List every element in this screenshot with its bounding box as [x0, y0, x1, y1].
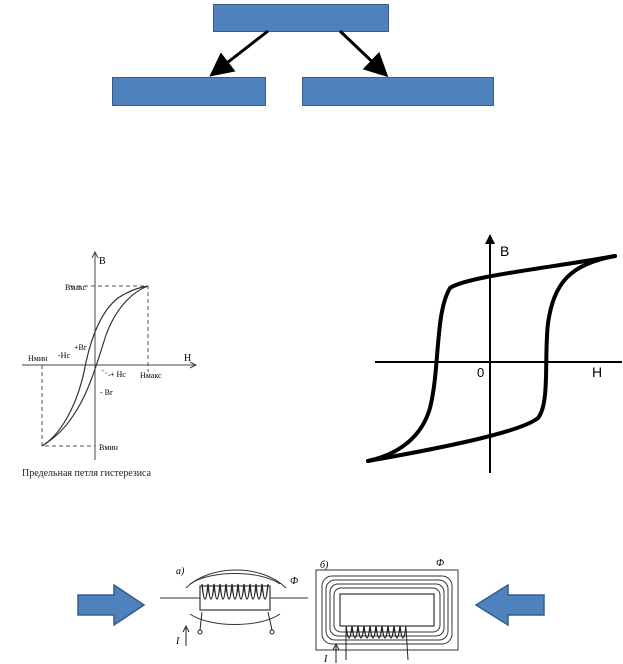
arrow-left: [209, 29, 269, 77]
minus-hc-label: -Hc: [58, 351, 70, 360]
left-axis-h-label: H: [184, 353, 191, 364]
coil-b-current-label: I: [323, 654, 328, 664]
top-box: [213, 4, 389, 32]
loop-lower-branch: [41, 285, 149, 447]
plus-hc-label: + Hc: [110, 370, 126, 379]
loop-descending-branch: [366, 254, 617, 463]
right-axis-b-label: B: [500, 243, 509, 259]
coil-a-label: а): [176, 566, 185, 577]
coil-a-flux-label: Ф: [290, 576, 298, 587]
coil-b: б) Ф I: [315, 558, 459, 664]
h-max-label: Hмакс: [140, 371, 162, 380]
coil-a-current-label: I: [175, 636, 180, 647]
minus-br-label: - Br: [100, 388, 113, 397]
coil-a: а) Ф I: [160, 566, 308, 647]
right-origin-label: 0: [477, 365, 484, 380]
right-pointing-arrow-icon: [77, 583, 146, 627]
arrow-right: [338, 29, 389, 78]
left-axis-b-label: B: [99, 256, 106, 267]
left-box: [112, 77, 266, 106]
hysteresis-loop-graph: B H 0: [366, 234, 622, 473]
coil-b-flux-label: Ф: [436, 558, 444, 569]
right-axis-h-label: H: [592, 364, 602, 380]
limit-hysteresis-loop: B H Bмакс Bмин Hмакс Hмин +Br - Br -Hc +…: [22, 250, 198, 460]
h-min-label: Hмин: [28, 354, 48, 363]
coil-b-label: б): [320, 560, 329, 571]
b-min-label: Bмин: [99, 443, 119, 452]
loop-ascending-branch: [366, 254, 617, 463]
plus-br-label: +Br: [74, 343, 87, 352]
left-pointing-arrow-icon: [474, 583, 545, 627]
b-max-label: Bмакс: [65, 283, 87, 292]
loop-upper-branch: [41, 285, 149, 447]
loop-caption: Предельная петля гистерезиса: [22, 468, 152, 479]
coil-diagrams: а) Ф I б) Ф I: [160, 558, 459, 664]
right-box: [302, 77, 494, 106]
top-arrows: [209, 29, 389, 78]
